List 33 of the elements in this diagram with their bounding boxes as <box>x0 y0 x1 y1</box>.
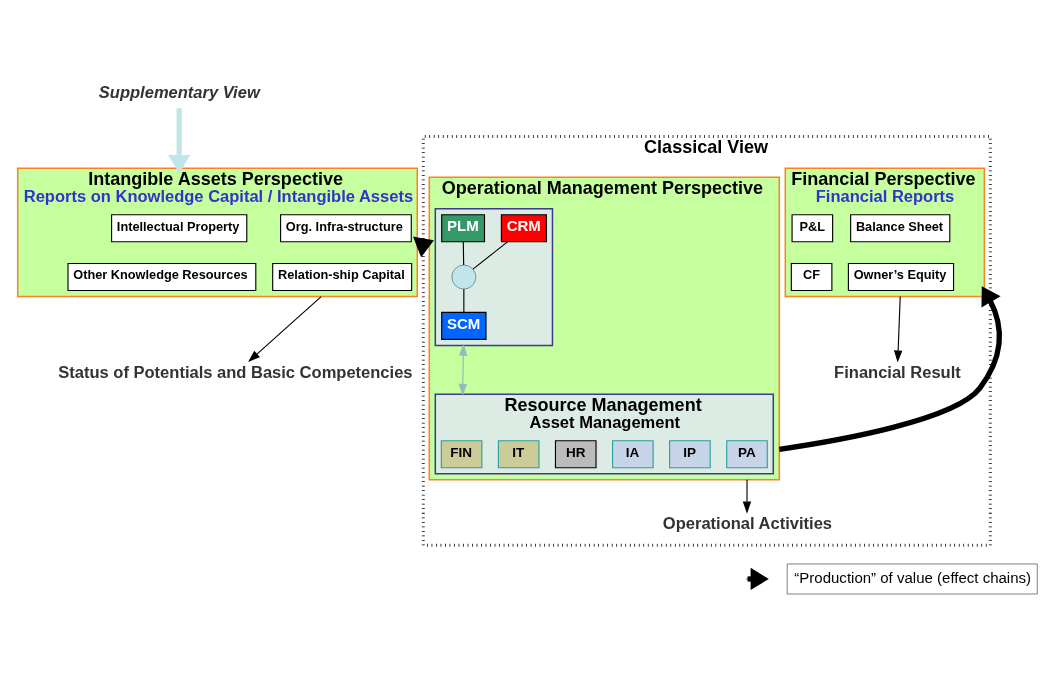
node-text: Financial Result <box>834 362 961 382</box>
node-circle <box>451 264 477 289</box>
arrow <box>778 285 1003 452</box>
node-box: IT <box>497 439 540 468</box>
cluster <box>434 207 554 346</box>
node-text: Status of Potentials and Basic Competencies <box>58 362 413 382</box>
node-box: Owner’s Equity <box>847 262 955 291</box>
node-box: IA <box>612 439 654 468</box>
node-box: IP <box>669 439 711 468</box>
arrow <box>248 295 322 362</box>
node-box: CRM <box>500 213 548 242</box>
node-box: HR <box>554 439 597 468</box>
node-text: Supplementary View <box>98 82 260 102</box>
node-box: Intellectual Property <box>111 213 248 242</box>
node-box: SCM <box>441 311 487 340</box>
arrow <box>742 478 752 514</box>
node-box: FIN <box>440 439 483 468</box>
connector <box>472 240 509 270</box>
node-box: CF <box>790 262 833 291</box>
node-box: PLM <box>441 213 486 242</box>
node-box: P&L <box>791 213 834 242</box>
arrow <box>893 295 903 363</box>
node-box: Other Knowledge Resources <box>67 262 257 291</box>
node-text: Operational Activities <box>662 513 833 533</box>
arrow <box>458 343 468 396</box>
node-box: PA <box>726 439 768 468</box>
legend-label: “Production” of value (effect chains) <box>794 568 1032 586</box>
connector <box>463 288 465 313</box>
connector <box>462 240 465 266</box>
node-box: Relation-ship Capital <box>272 262 413 291</box>
arrow <box>168 107 191 173</box>
node-box: Balance Sheet <box>850 213 951 242</box>
node-box: Org. Infra-structure <box>280 213 412 242</box>
